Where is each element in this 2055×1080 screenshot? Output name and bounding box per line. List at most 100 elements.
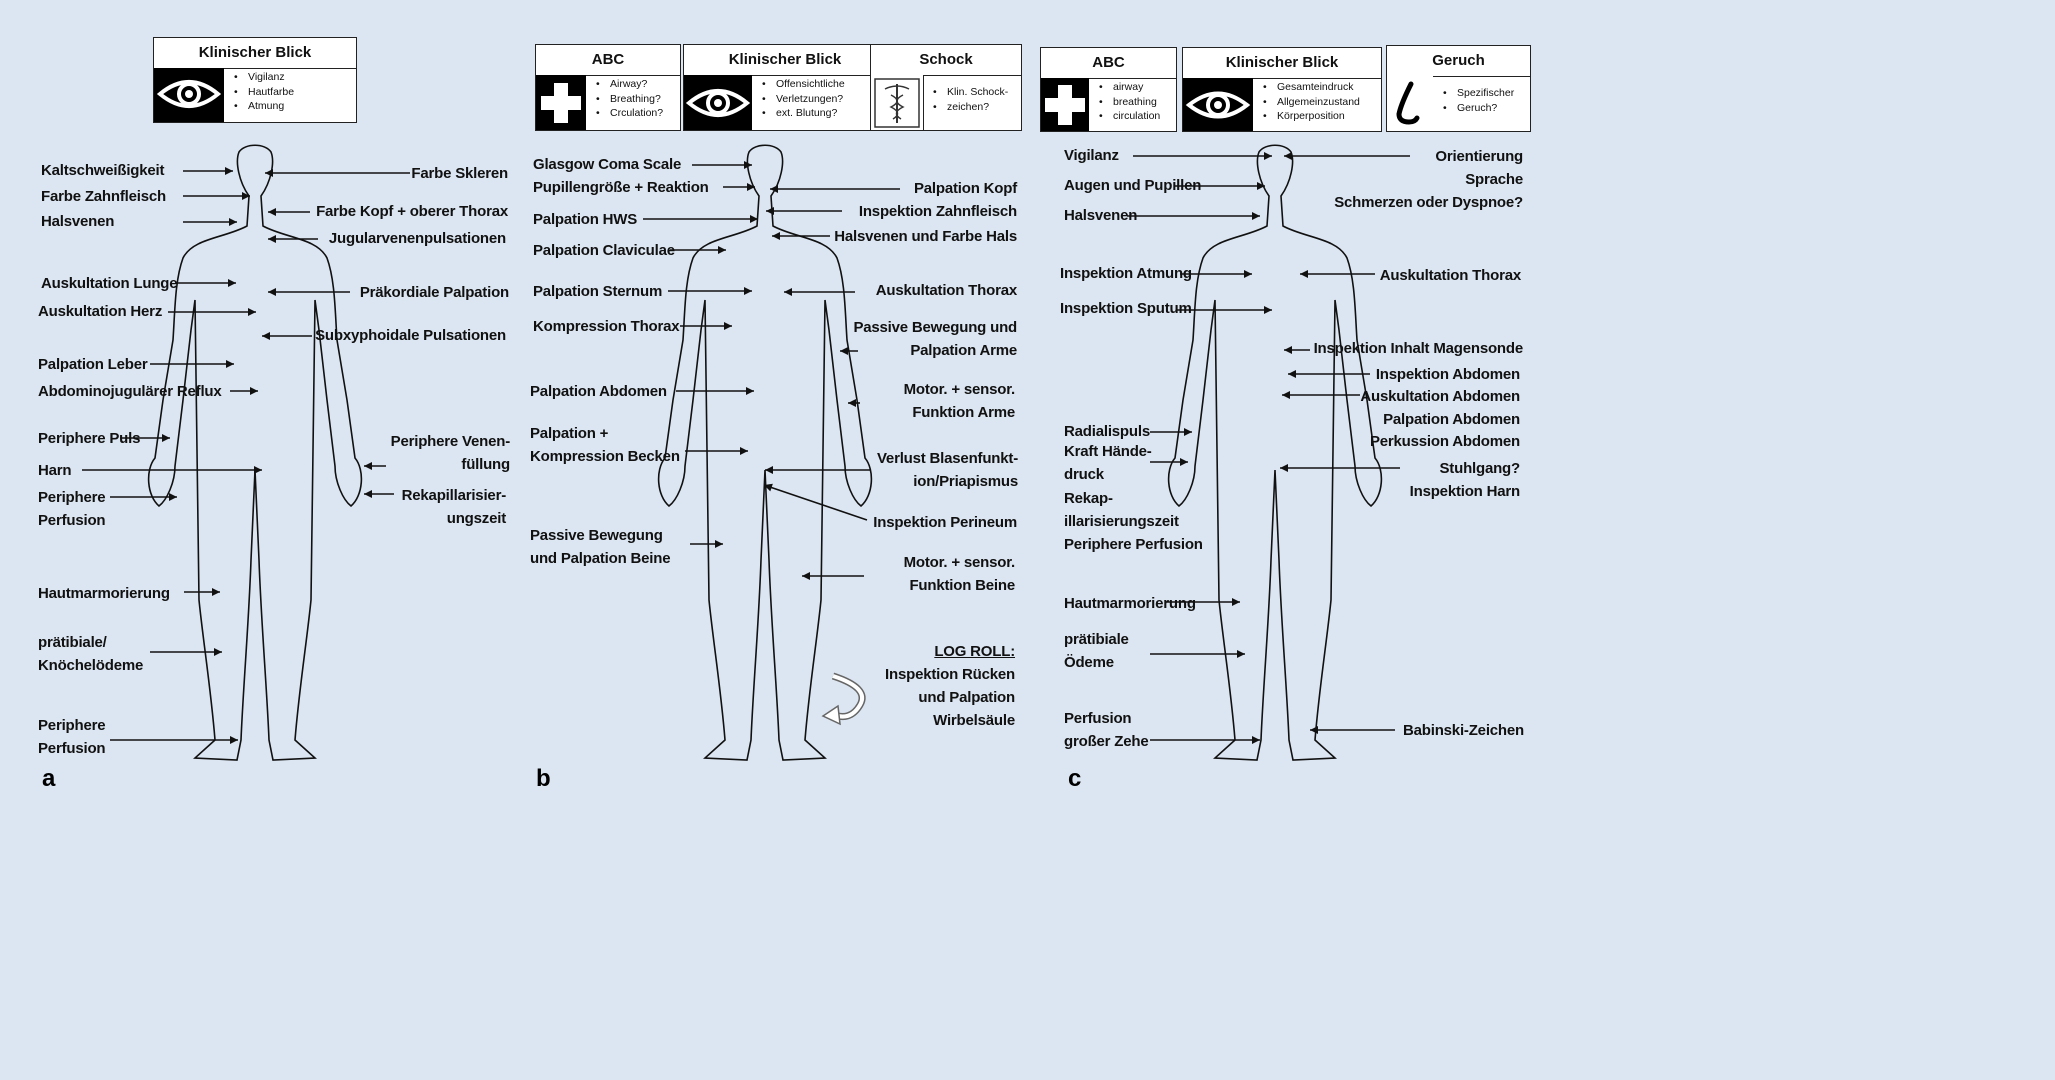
label-left: Augen und Pupillen: [1064, 177, 1202, 194]
arrow-head: [228, 279, 236, 287]
arrow-head: [1282, 391, 1290, 399]
box-item: Hautfarbe: [234, 85, 294, 100]
panel-letter: c: [1068, 765, 1082, 792]
arrow-head: [802, 572, 810, 580]
caduceus-icon: [871, 75, 924, 130]
box-item: Breathing?: [596, 92, 663, 107]
arrow-head: [230, 736, 238, 744]
box-item: Klin. Schock-: [933, 85, 1008, 100]
label-left: Periphere Perfusion: [38, 489, 106, 529]
arrow-head: [1264, 152, 1272, 160]
arrow-head: [848, 399, 856, 407]
label-right: Auskultation Thorax: [1379, 267, 1521, 284]
box-item: zeichen?: [933, 100, 1008, 115]
label-right: Inspektion Perineum: [873, 514, 1017, 531]
arrow-head: [265, 169, 273, 177]
arrow-head: [268, 235, 276, 243]
arrow-head: [1284, 346, 1292, 354]
rotate-arrow-icon: [821, 672, 866, 726]
box-title: Klinischer Blick: [1183, 48, 1381, 79]
arrow-head: [1252, 212, 1260, 220]
arrow-head: [840, 347, 848, 355]
label-left: Radialispuls: [1064, 423, 1150, 440]
arrow-head: [1184, 428, 1192, 436]
arrows: [82, 167, 410, 744]
panel-b: ABC Airway? Breathing? Crculation? Klini…: [520, 0, 1040, 824]
arrow-head: [1237, 650, 1245, 658]
arrow-head: [784, 288, 792, 296]
label-right: Inspektion Zahnfleisch: [858, 203, 1017, 220]
medical-cross-icon: [1041, 78, 1089, 131]
arrow-head: [214, 648, 222, 656]
arrow-head: [226, 360, 234, 368]
label-right: Rekapillarisier- ungszeit: [401, 487, 507, 527]
label-left: Periphere Perfusion: [38, 717, 106, 757]
arrow-head: [744, 287, 752, 295]
label-left: Palpation HWS: [533, 211, 638, 228]
label-left: Hautmarmorierung: [38, 585, 170, 602]
arrows: [643, 161, 900, 580]
box-title: ABC: [1041, 48, 1176, 79]
label-right: Inspektion Abdomen: [1375, 366, 1520, 383]
label-right: Passive Bewegung und Palpation Arme: [853, 319, 1017, 359]
arrow-head: [1300, 270, 1308, 278]
arrow-head: [1180, 458, 1188, 466]
arrow-head: [764, 483, 773, 492]
label-right: Periphere Venen- füllung: [390, 433, 511, 473]
pointer-arrow: [763, 484, 868, 521]
box-item: Crculation?: [596, 106, 663, 121]
label-left: prätibiale/ Knöchelödeme: [38, 634, 144, 674]
eye-icon: [684, 75, 752, 130]
arrow-head: [229, 218, 237, 226]
label-left: Palpation Leber: [38, 356, 148, 373]
label-right: Perkussion Abdomen: [1369, 433, 1520, 450]
label-left: Glasgow Coma Scale: [533, 156, 682, 173]
label-left: Hautmarmorierung: [1064, 595, 1196, 612]
label-right: Babinski-Zeichen: [1403, 722, 1524, 739]
arrow-head: [1284, 152, 1292, 160]
label-right: Orientierung Sprache Schmerzen oder Dysp…: [1334, 148, 1523, 211]
label-right: Verlust Blasenfunkt- ion/Priapismus: [876, 450, 1018, 490]
arrow-head: [740, 447, 748, 455]
label-left: Halsvenen: [1064, 207, 1138, 224]
klinischer-blick-box: Klinischer Blick Vigilanz Hautfarbe Atmu…: [153, 37, 357, 123]
label-left: Palpation Claviculae: [533, 242, 675, 259]
arrow-head: [715, 540, 723, 548]
label-right: Halsvenen und Farbe Hals: [834, 228, 1017, 245]
label-left: Palpation + Kompression Becken: [530, 425, 680, 465]
arrow-head: [744, 161, 752, 169]
label-left: prätibiale Ödeme: [1064, 631, 1129, 671]
label-right: Farbe Skleren: [411, 165, 508, 182]
label-right: Motor. + sensor. Funktion Beine: [903, 554, 1016, 594]
schock-box: Schock Klin. Schock- zeichen?: [870, 44, 1022, 131]
label-left: Palpation Abdomen: [530, 383, 667, 400]
label-left: Passive Bewegung und Palpation Beine: [530, 527, 671, 567]
body-outline: [657, 144, 873, 761]
panel-c: ABC airway breathing circulation Klinisc…: [1040, 0, 1568, 824]
panel-c-graphics: [1127, 144, 1410, 761]
box-title: Klinischer Blick: [154, 38, 356, 69]
label-left: Vigilanz: [1064, 147, 1119, 164]
label-left: Halsvenen: [41, 213, 115, 230]
geruch-box: Geruch Spezifischer Geruch?: [1386, 45, 1531, 132]
log-roll-text: Inspektion Rücken und Palpation Wirbelsä…: [885, 666, 1015, 729]
arrow-head: [268, 288, 276, 296]
label-left: Kraft Hände- druck: [1064, 443, 1152, 483]
label-right: Palpation Kopf: [913, 180, 1017, 197]
abc-box: ABC airway breathing circulation: [1040, 47, 1177, 132]
arrow-head: [248, 308, 256, 316]
label-right: Palpation Abdomen: [1383, 411, 1520, 428]
arrow-head: [212, 588, 220, 596]
panel-letter: a: [42, 765, 56, 792]
body-silhouette: [147, 144, 363, 761]
label-right: Inspektion Inhalt Magensonde: [1313, 340, 1524, 357]
panel-a-graphics: [82, 144, 410, 761]
box-item: circulation: [1099, 109, 1160, 124]
arrow-head: [746, 387, 754, 395]
label-left: Abdominojugulärer Reflux: [38, 383, 222, 400]
label-left: Harn: [38, 462, 72, 479]
eye-icon: [1183, 78, 1253, 131]
label-left: Periphere Puls: [38, 430, 141, 447]
box-item: ext. Blutung?: [762, 106, 845, 121]
arrow-head: [1310, 726, 1318, 734]
